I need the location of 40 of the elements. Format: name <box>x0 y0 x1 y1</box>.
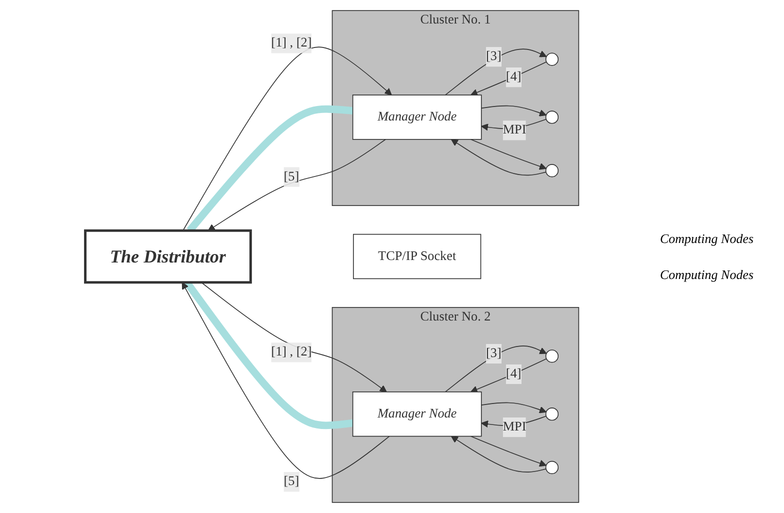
arrow <box>444 48 547 96</box>
edge-label: [3] <box>486 346 502 360</box>
node-box: TCP/IP Socket <box>353 234 482 280</box>
node-circle <box>545 110 559 124</box>
arrow <box>450 436 546 472</box>
arrow <box>480 402 547 414</box>
label-text: Computing Nodes <box>660 266 755 282</box>
node-circle <box>545 52 559 66</box>
arrow <box>470 358 547 393</box>
arrow <box>470 138 547 170</box>
arrow <box>480 105 547 116</box>
node-label: Cluster No. 1 <box>420 13 491 28</box>
arrow <box>208 138 386 231</box>
node-circle <box>545 350 559 363</box>
arrow <box>450 139 546 176</box>
edge-label: MPI <box>502 420 526 434</box>
edge-label: [5] <box>284 474 300 488</box>
edge-label: [4] <box>506 366 522 381</box>
arrow <box>470 436 547 467</box>
cluster <box>332 10 580 206</box>
arrow <box>182 46 392 232</box>
cluster <box>332 307 580 503</box>
edge-label: [3] <box>486 49 502 64</box>
edge-label: [1] , [2] <box>271 36 312 50</box>
node-label: Cluster No. 2 <box>420 310 491 324</box>
arrow <box>444 346 547 392</box>
node-circle <box>545 164 559 178</box>
arrow <box>200 282 387 392</box>
arrow <box>470 61 547 96</box>
node-circle <box>545 408 559 421</box>
arrow <box>182 282 390 479</box>
edge-label: [5] <box>284 170 300 184</box>
edge-label: MPI <box>502 123 526 138</box>
label-text: Computing Nodes <box>660 230 755 246</box>
edge-label: [1] , [2] <box>271 345 312 360</box>
node-box: Manager Node <box>352 94 482 140</box>
node-box: Manager Node <box>352 391 482 437</box>
edge-label: [4] <box>506 70 522 84</box>
node-circle <box>545 460 559 474</box>
node-box: The Distributor <box>84 229 252 284</box>
